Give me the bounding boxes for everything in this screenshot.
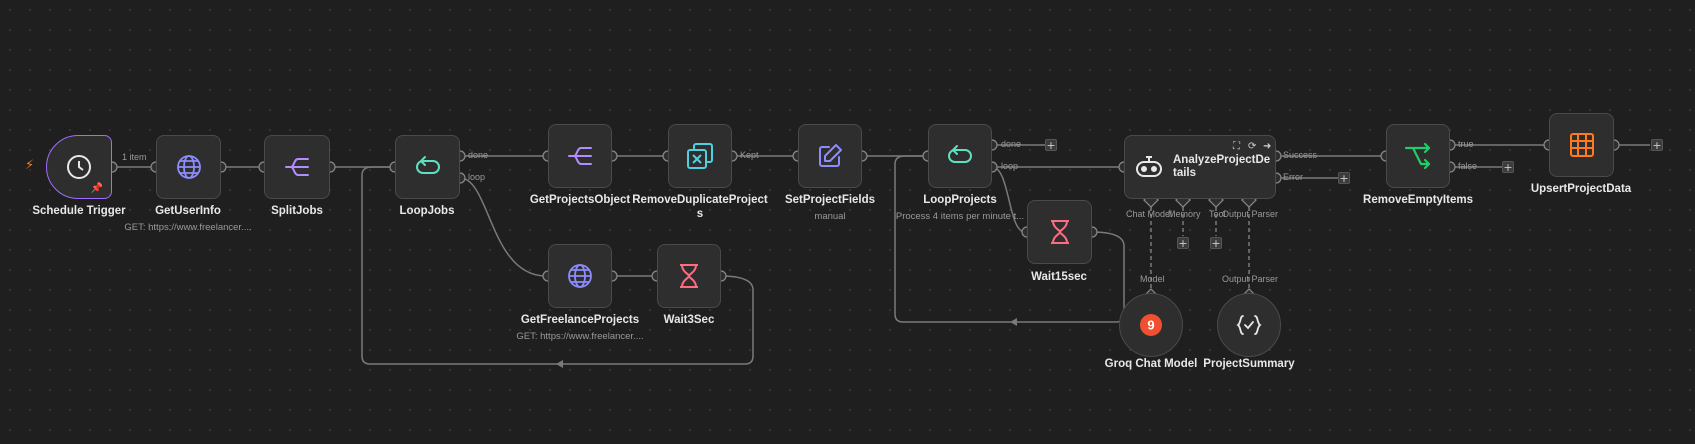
add-tool-button[interactable]: +	[1210, 237, 1222, 250]
node-wait-15sec[interactable]	[1027, 200, 1092, 264]
table-icon	[1569, 132, 1595, 158]
node-label: Schedule Trigger	[32, 205, 126, 217]
node-label: RemoveEmptyItems	[1363, 194, 1473, 206]
loop-icon	[413, 153, 443, 181]
pin-icon: 📌	[90, 183, 103, 194]
port-label-error: Error	[1283, 172, 1303, 182]
node-label: GetFreelanceProjects	[520, 314, 640, 326]
node-subtitle: manual	[814, 211, 846, 222]
refresh-icon[interactable]: ⟳	[1248, 141, 1257, 152]
hourglass-icon	[676, 262, 702, 290]
port-label-memory: Memory	[1168, 209, 1201, 219]
port-label-loop: loop	[468, 172, 486, 182]
node-loop-projects[interactable]	[928, 124, 992, 188]
node-get-user-info[interactable]	[156, 135, 221, 199]
node-label: RemoveDuplicateProject	[632, 194, 768, 206]
groq-icon: 9	[1139, 313, 1163, 337]
robot-icon	[1133, 153, 1165, 181]
hourglass-icon	[1047, 218, 1073, 246]
clock-icon	[65, 153, 93, 181]
braces-icon	[1236, 313, 1262, 337]
port-label-output-parser: Output Parser	[1222, 209, 1279, 219]
edge-arrow	[1010, 318, 1017, 326]
edge-loopprojects-loop-wait15	[991, 166, 1026, 233]
port-label-done: done	[1001, 139, 1022, 149]
node-remove-duplicate-projects[interactable]	[668, 124, 732, 188]
node-remove-empty-items[interactable]	[1386, 124, 1450, 188]
arrow-right-icon[interactable]: ➜	[1263, 141, 1272, 152]
add-node-button[interactable]: +	[1502, 161, 1514, 174]
port-label-tool: Tool	[1209, 209, 1226, 219]
port-label-items: 1 item	[122, 152, 147, 162]
loop-icon	[945, 142, 975, 170]
node-label: LoopProjects	[923, 194, 997, 206]
node-groq-chat-model[interactable]: 9	[1119, 293, 1183, 357]
node-label: Groq Chat Model	[1104, 358, 1198, 370]
node-label-line2: s	[696, 208, 704, 220]
port-label-success: Success	[1283, 150, 1318, 160]
node-analyze-project-details[interactable]: AnalyzeProjectDetails ⛶ ⟳ ➜	[1124, 135, 1276, 199]
add-node-button[interactable]: +	[1338, 172, 1350, 185]
port-label-chat-model: Chat Model	[1126, 209, 1173, 219]
port-label-true: true	[1458, 139, 1474, 149]
node-subtitle: GET: https://www.freelancer....	[516, 331, 644, 342]
node-label: Wait3Sec	[663, 314, 715, 326]
edge-wait3-back-loopjobs	[361, 166, 754, 365]
split-icon	[283, 153, 311, 181]
node-label: GetProjectsObject	[529, 194, 631, 206]
port-label-false: false	[1458, 161, 1478, 171]
node-label: LoopJobs	[399, 205, 455, 217]
port-label-loop: loop	[1001, 161, 1019, 171]
node-label: UpsertProjectData	[1530, 183, 1632, 195]
node-upsert-project-data[interactable]	[1549, 113, 1614, 177]
node-label: SetProjectFields	[784, 194, 876, 206]
node-split-jobs[interactable]	[264, 135, 330, 199]
expand-icon[interactable]: ⛶	[1233, 141, 1240, 152]
node-loop-jobs[interactable]	[395, 135, 460, 199]
node-subtitle: GET: https://www.freelancer....	[124, 222, 252, 233]
port-label-kept: Kept	[740, 150, 759, 160]
node-project-summary[interactable]	[1217, 293, 1281, 357]
dedupe-icon	[685, 141, 715, 171]
node-title: AnalyzeProjectDetails	[1173, 154, 1271, 179]
pencil-icon	[816, 142, 844, 170]
add-memory-button[interactable]: +	[1177, 237, 1189, 250]
add-node-button[interactable]: +	[1651, 139, 1663, 152]
if-icon	[1403, 142, 1433, 170]
globe-icon	[175, 153, 203, 181]
add-node-button[interactable]: +	[1045, 139, 1057, 152]
edge-wait15-back-loopprojects	[894, 155, 1125, 323]
port-label-done: done	[468, 150, 489, 160]
node-label: ProjectSummary	[1203, 358, 1295, 370]
node-subtitle: Process 4 items per minute t...	[895, 211, 1025, 222]
port-label-model: Model	[1140, 274, 1165, 284]
port-label-output-parser: Output Parser	[1222, 274, 1279, 284]
node-label: Wait15sec	[1031, 271, 1087, 283]
edge-arrow	[556, 360, 563, 368]
groq-badge: 9	[1147, 318, 1154, 333]
split-icon	[566, 142, 594, 170]
node-get-freelance-projects[interactable]	[548, 244, 612, 308]
node-set-project-fields[interactable]	[798, 124, 862, 188]
node-label: SplitJobs	[271, 205, 323, 217]
edge-loopjobs-loop-getfreelance	[459, 177, 547, 277]
node-get-projects-object[interactable]	[548, 124, 612, 188]
node-schedule-trigger[interactable]: 📌	[46, 135, 112, 199]
trigger-bolt-icon: ⚡	[25, 158, 35, 173]
node-label: GetUserInfo	[155, 205, 221, 217]
node-wait-3sec[interactable]	[657, 244, 721, 308]
globe-icon	[566, 262, 594, 290]
